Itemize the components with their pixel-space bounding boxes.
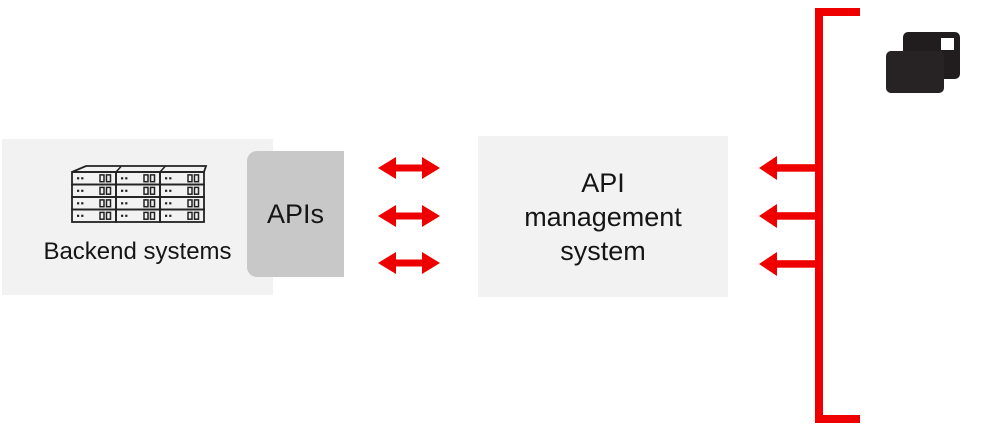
left-arrow — [759, 156, 823, 180]
backend-systems-label: Backend systems — [43, 238, 232, 265]
bidirectional-arrow — [378, 205, 440, 227]
api-management-system-panel: API management system — [478, 136, 728, 297]
left-arrow — [759, 252, 823, 276]
server-rack-icon — [70, 165, 207, 223]
application-windows-icon — [886, 32, 960, 93]
backend-systems-panel: Backend systems — [2, 139, 273, 295]
left-arrow — [759, 204, 823, 228]
api-management-system-label: API management system — [524, 167, 682, 266]
bidirectional-arrow — [378, 252, 440, 274]
apis-label: APIs — [266, 198, 325, 229]
bidirectional-arrow — [378, 157, 440, 179]
apis-panel: APIs — [247, 151, 344, 277]
consumer-bracket — [759, 8, 860, 423]
